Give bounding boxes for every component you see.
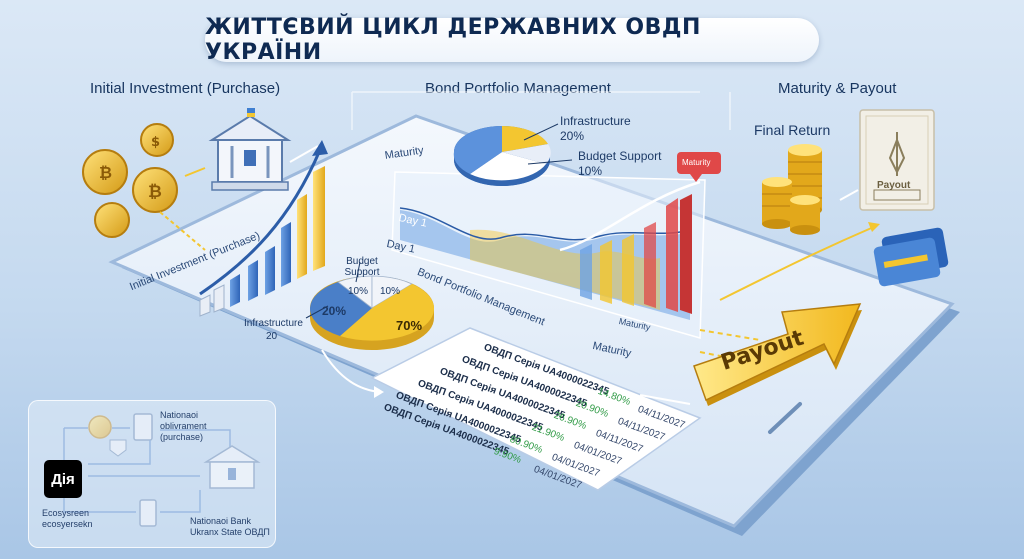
- section-initial-label: Initial Investment (Purchase): [90, 80, 281, 97]
- portfolio-line-chart: [391, 171, 706, 339]
- coin-stack-icon: [762, 144, 822, 235]
- ecosystem-caption-left: Ecosysreen ecosyersekn: [42, 508, 93, 529]
- ecosystem-caption-bottom: Nationaoi Bank Ukranx State ОВДП: [190, 516, 270, 537]
- ecosystem-caption-top: Nationaoi oblіvrament (purchase): [160, 410, 207, 442]
- svg-text:$: $: [151, 135, 160, 150]
- bond-table-card: [370, 327, 702, 491]
- svg-text:₿: ₿: [148, 182, 162, 202]
- payout-document: [859, 109, 935, 211]
- pie-top-infra-label: Infrastructure: [560, 114, 631, 128]
- maturity-flag: [677, 152, 721, 182]
- pie-slice-20: 20%: [322, 304, 347, 318]
- pie-bottom-infra-label: Infrastructure: [244, 318, 303, 329]
- svg-text:₿: ₿: [99, 163, 112, 182]
- bank-card-icon: [873, 227, 949, 287]
- pie-bottom-budget-text: Budget Support: [344, 256, 380, 278]
- payout-arrow: [693, 303, 862, 406]
- pie-slice-10a: 10%: [348, 286, 369, 297]
- pie-bottom-budget-label: Budget Support: [342, 256, 382, 278]
- pie-chart-bottom: [305, 261, 435, 350]
- pie-top-budget-label: Budget Support: [578, 149, 662, 163]
- section-maturity-label: Maturity & Payout: [778, 80, 897, 97]
- bank-icon: [208, 108, 292, 191]
- pie-chart-top: [453, 123, 573, 186]
- payout-document-label: Payout: [877, 180, 911, 191]
- pie-top-budget-pct: 10%: [578, 164, 603, 178]
- flag-label: Maturity: [682, 158, 711, 167]
- pie-bottom-infra-value: 20: [266, 331, 278, 342]
- page-title: ЖИТТЄВИЙ ЦИКЛ ДЕРЖАВНИХ ОВДП УКРАЇНИ: [205, 15, 819, 65]
- pie-slice-70: 70%: [396, 318, 423, 333]
- diya-logo: Дія: [44, 460, 82, 498]
- pie-top-infra-pct: 20%: [560, 129, 585, 143]
- coins-icon: ₿ $ ₿: [82, 123, 178, 238]
- pie-slice-10b: 10%: [380, 286, 401, 297]
- final-return-label: Final Return: [754, 122, 831, 138]
- growth-bar-chart: [199, 140, 328, 317]
